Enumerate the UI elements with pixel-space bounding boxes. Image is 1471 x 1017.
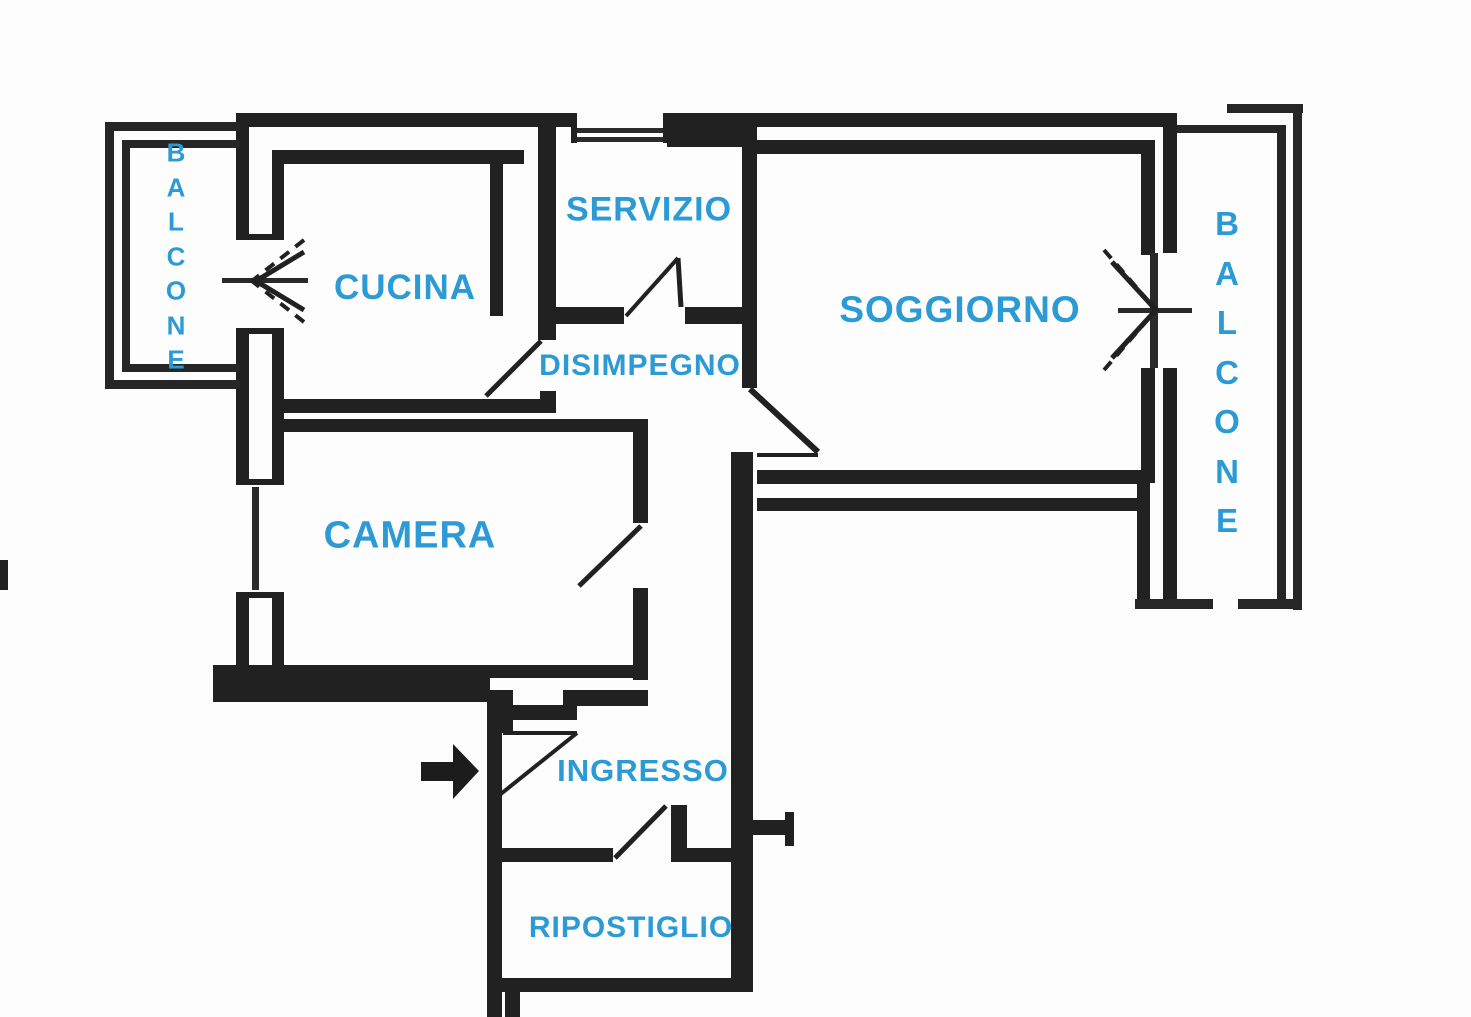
balcone-right-letter: B <box>1215 204 1239 242</box>
balcone-right-letter: N <box>1215 452 1239 490</box>
balcone-right-letter: E <box>1215 501 1239 539</box>
balcone-left-letter: B <box>166 137 186 168</box>
balcone-right-letter: A <box>1215 254 1239 292</box>
room-label-camera: CAMERA <box>323 514 497 557</box>
walls-layer <box>0 113 1177 1017</box>
balcone-right-letter: C <box>1215 353 1239 391</box>
room-label-cucina: CUCINA <box>333 268 477 307</box>
balcone-right-letter: O <box>1214 402 1240 440</box>
balcone-left-letter: O <box>165 275 187 306</box>
room-label-balcone-left: B A L C O N E <box>166 135 186 377</box>
balcone-left-letter: A <box>166 171 186 202</box>
room-label-ripostiglio: RIPOSTIGLIO <box>528 911 734 944</box>
room-label-soggiorno: SOGGIORNO <box>839 289 1081 330</box>
entrance-arrow-icon <box>421 744 479 799</box>
balcone-left-letter: E <box>167 344 185 375</box>
balcone-right-letter: L <box>1216 303 1238 341</box>
room-label-servizio: SERVIZIO <box>565 190 733 229</box>
balcone-left-letter: L <box>168 206 184 237</box>
room-label-ingresso: INGRESSO <box>557 753 729 788</box>
room-label-disimpegno: DISIMPEGNO <box>539 349 741 382</box>
balcone-left-letter: N <box>166 309 186 340</box>
room-label-balcone-right: B A L C O N E <box>1214 199 1240 546</box>
windows-layer <box>222 113 1192 590</box>
doors-layer <box>484 256 821 860</box>
balcone-left-letter: C <box>166 240 186 271</box>
balcony-left-outline <box>105 122 240 389</box>
balcony-right-outline <box>1135 104 1303 610</box>
